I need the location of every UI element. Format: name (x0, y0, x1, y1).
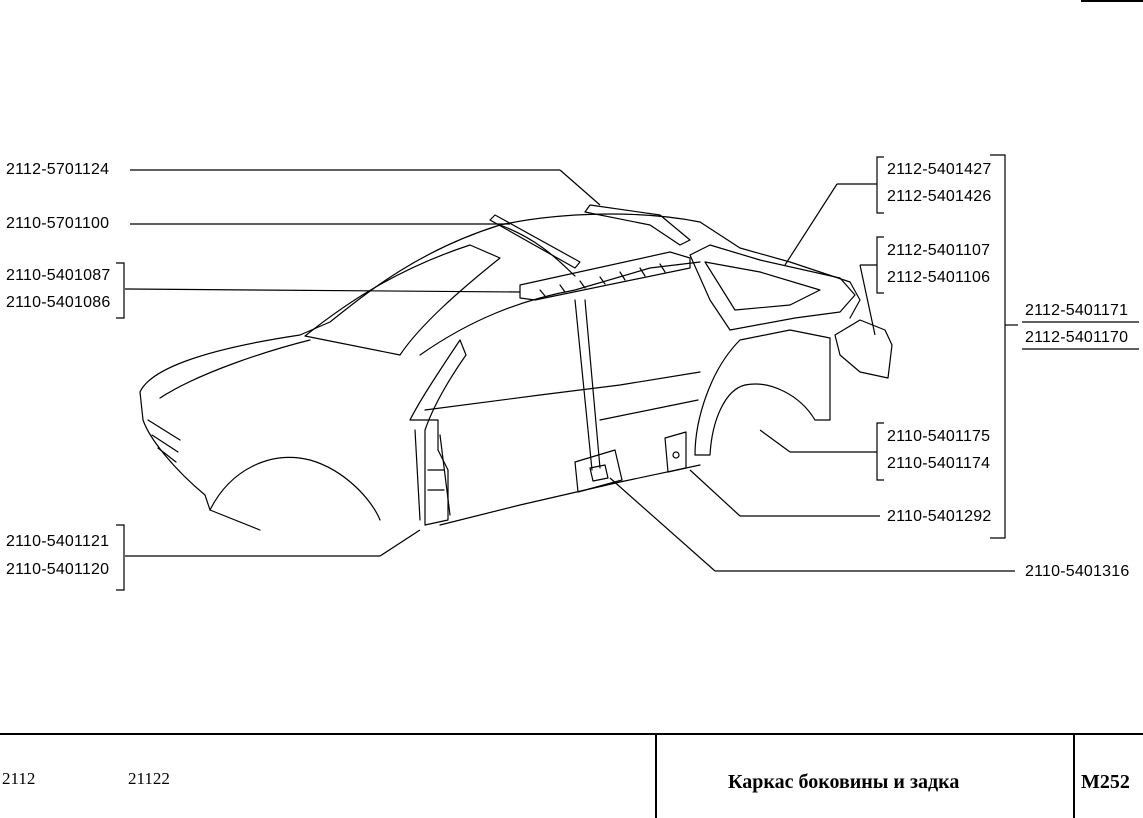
label-2110-5401175: 2110-5401175 (887, 428, 991, 445)
hood-line (139, 391, 261, 531)
rear-wheel-arch-part (694, 329, 831, 456)
hood-top (159, 339, 311, 399)
label-2110-5401120: 2110-5401120 (6, 561, 110, 578)
small-plate-part (664, 431, 687, 473)
roof-cross-part (489, 214, 581, 269)
label-2110-5701100: 2110-5701100 (6, 215, 110, 232)
bracket-l03 (116, 262, 125, 319)
car-body-drawing (116, 154, 1139, 591)
title-divider-2 (1073, 735, 1075, 818)
side-window-top (419, 261, 701, 356)
side-rail-part (519, 251, 691, 301)
a-pillar-part (409, 339, 467, 526)
bracket-r03 (876, 236, 884, 294)
label-2112-5401171: 2112-5401171 (1025, 302, 1129, 319)
title-divider-1 (655, 735, 657, 818)
label-2112-5401170: 2112-5401170 (1025, 329, 1129, 346)
corner-mark (1081, 0, 1143, 2)
label-2110-5401292: 2110-5401292 (887, 508, 992, 525)
sheet-title: Каркас боковины и задка (728, 771, 960, 793)
label-2112-5401426: 2112-5401426 (887, 188, 992, 205)
model-code-1: 2112 (2, 769, 36, 788)
label-2112-5401106: 2112-5401106 (887, 269, 991, 286)
label-2110-5401316: 2110-5401316 (1025, 563, 1130, 580)
sill-line (439, 464, 701, 526)
sheet-code: M252 (1081, 771, 1130, 793)
label-2112-5401107: 2112-5401107 (887, 242, 991, 259)
rear-quarter-frame (689, 244, 856, 331)
label-2110-5401087: 2110-5401087 (6, 267, 111, 284)
label-2112-5701124: 2112-5701124 (6, 161, 110, 178)
sill-bracket-part (574, 449, 623, 493)
roof-line (499, 224, 576, 277)
rear-bracket-part (834, 319, 893, 379)
title-block: 2112 21122 Каркас боковины и задка M252 (0, 733, 1143, 818)
roof-rail-part (584, 204, 691, 246)
bracket-r07 (876, 422, 884, 481)
bracket-r01 (876, 156, 884, 214)
label-2112-5401427: 2112-5401427 (887, 161, 992, 178)
belt-line (424, 371, 701, 411)
bracket-l05 (116, 524, 125, 591)
label-2110-5401121: 2110-5401121 (6, 533, 110, 550)
label-2110-5401174: 2110-5401174 (887, 455, 991, 472)
leader-l03 (124, 288, 521, 293)
rear-door-line (599, 399, 699, 421)
windshield (304, 244, 501, 356)
car-outline (139, 213, 861, 393)
front-wheel-arch (209, 456, 381, 521)
door-b-pillar (574, 299, 601, 471)
label-2110-5401086: 2110-5401086 (6, 294, 111, 311)
grille (147, 419, 181, 463)
model-code-2: 21122 (128, 769, 170, 788)
bracket-right (990, 154, 1006, 539)
